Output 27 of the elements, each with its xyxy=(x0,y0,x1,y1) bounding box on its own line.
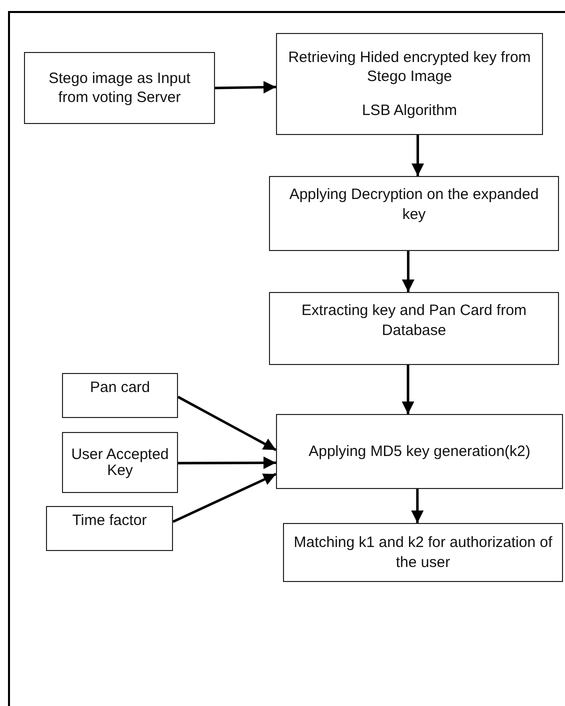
process-box xyxy=(269,292,559,365)
arrow xyxy=(172,472,277,523)
box-text: Retrieving Hided encrypted key from Stego Image xyxy=(287,48,532,87)
box-text: Applying Decryption on the expanded key xyxy=(288,185,540,224)
box-text: Applying MD5 key generation(k2) xyxy=(308,442,530,462)
process-box xyxy=(283,523,563,582)
process-box xyxy=(62,432,178,493)
process-box xyxy=(276,414,563,489)
box-text: LSB Algorithm xyxy=(362,100,458,120)
arrow xyxy=(402,365,414,414)
box-text: Time factor xyxy=(72,511,147,530)
process-box xyxy=(269,176,559,251)
process-box xyxy=(62,373,178,418)
process-box xyxy=(46,506,173,551)
box-text: User Accepted Key xyxy=(70,446,170,478)
arrow xyxy=(402,251,414,292)
process-box xyxy=(276,33,543,135)
box-text: Stego image as Input from voting Server xyxy=(48,68,192,108)
arrow xyxy=(178,456,276,470)
arrow xyxy=(412,135,424,176)
box-text: Extracting key and Pan Card from Database xyxy=(300,301,528,340)
box-text: Pan card xyxy=(90,378,150,398)
arrow xyxy=(214,81,276,94)
box-text: Matching k1 and k2 for authorization of the user xyxy=(292,533,554,572)
arrow xyxy=(177,396,277,452)
process-box xyxy=(24,52,215,124)
arrow xyxy=(411,489,424,523)
